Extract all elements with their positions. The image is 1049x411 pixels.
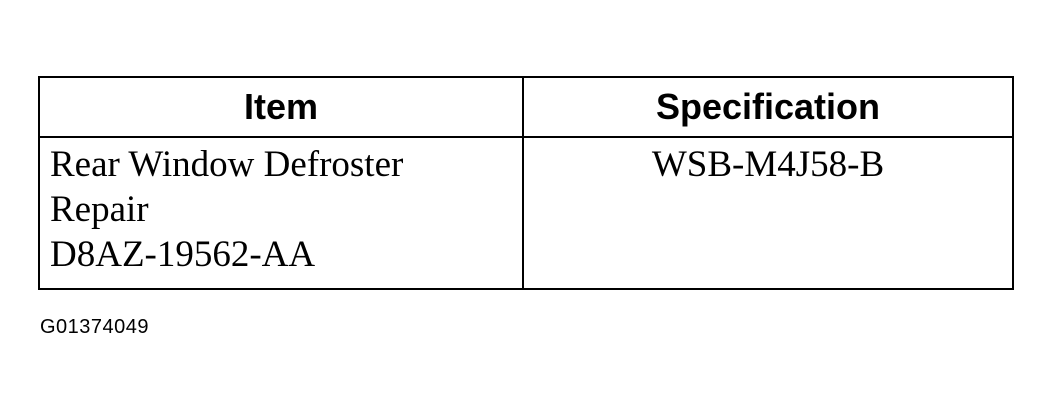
specification-cell: WSB-M4J58-B — [522, 136, 1014, 290]
item-part-number: D8AZ-19562-AA — [50, 234, 316, 275]
item-name-line-2: Repair — [50, 189, 149, 230]
specification-table: Item Specification Rear Window Defroster… — [38, 76, 1014, 290]
header-item: Item — [38, 76, 524, 138]
table-header-row: Item Specification — [38, 76, 1014, 138]
item-name-line-1: Rear Window Defroster — [50, 144, 404, 185]
figure-id: G01374049 — [40, 316, 150, 338]
header-specification: Specification — [522, 76, 1014, 138]
item-cell: Rear Window Defroster Repair D8AZ-19562-… — [38, 136, 524, 290]
table-row: Rear Window Defroster Repair D8AZ-19562-… — [38, 136, 1014, 290]
